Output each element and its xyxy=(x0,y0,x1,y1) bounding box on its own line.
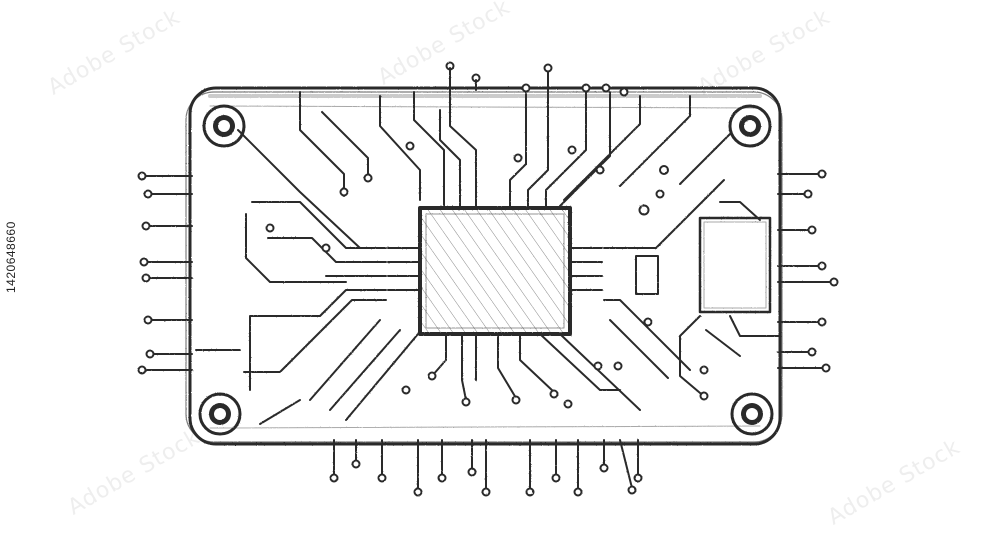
board xyxy=(137,61,839,497)
edge-pads-bottom xyxy=(329,459,643,497)
inner-pads xyxy=(265,223,709,409)
traces-top xyxy=(299,69,731,207)
traces-left xyxy=(195,129,419,425)
edge-pins-left xyxy=(141,175,193,371)
edge-pins-top xyxy=(449,67,477,91)
edge-pads-left xyxy=(137,171,155,375)
traces-right xyxy=(603,179,781,399)
edge-pads-right xyxy=(803,169,839,373)
trace-pads xyxy=(339,61,669,216)
component-rect xyxy=(635,216,772,314)
edge-pins-right xyxy=(777,173,835,369)
traces-bottom xyxy=(431,333,641,411)
stock-id-label: 1420648660 xyxy=(4,221,18,293)
edge-pins-bottom xyxy=(333,439,639,491)
central-chip xyxy=(387,206,603,336)
mounting-holes xyxy=(198,104,774,436)
